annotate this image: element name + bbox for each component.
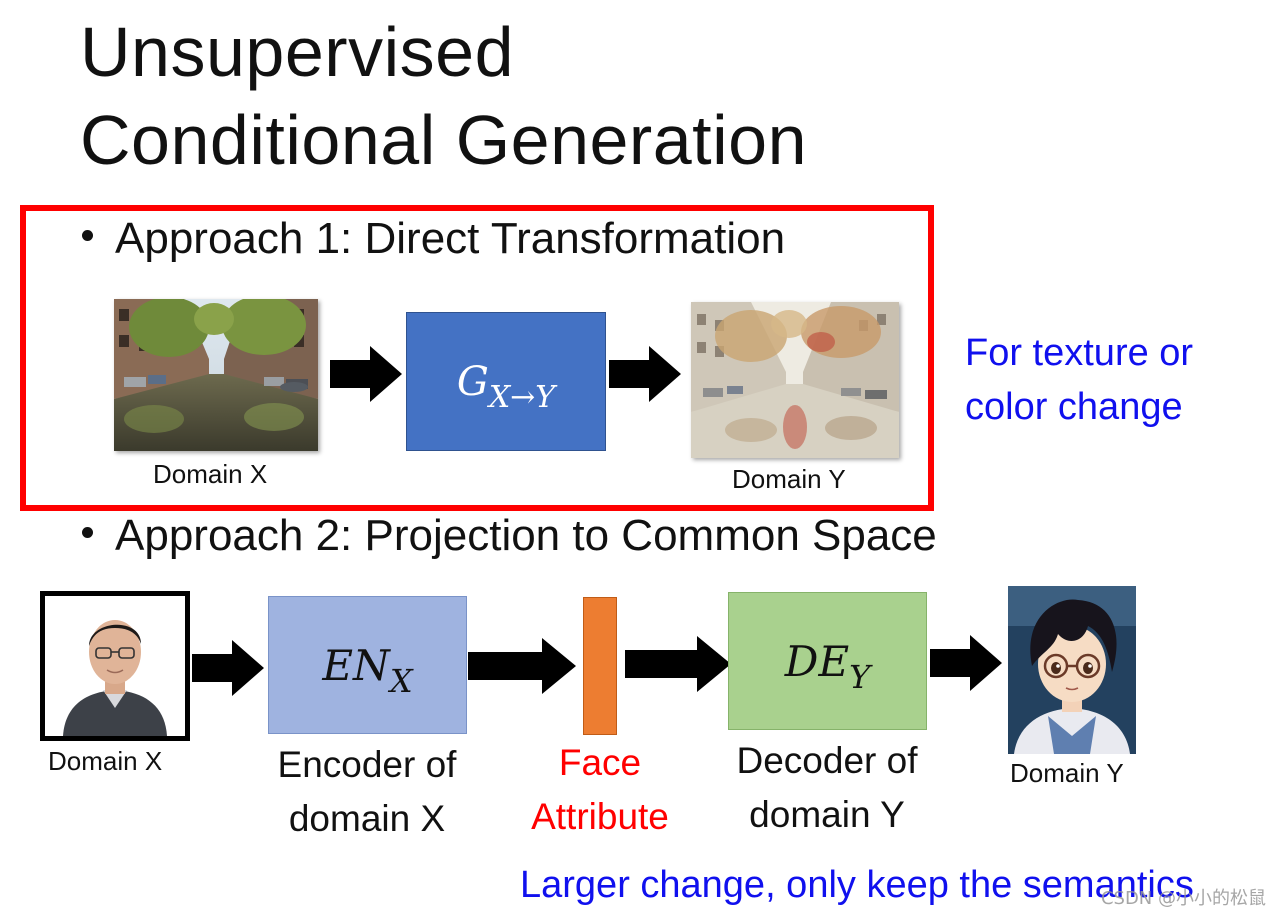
approach2-heading: Approach 2: Projection to Common Space (82, 511, 937, 561)
decoder-caption-line-1: Decoder of (736, 740, 918, 781)
right-arrow-icon (930, 635, 1002, 691)
decoder-label: DEY (784, 636, 871, 696)
decoder-caption: Decoder of domain Y (722, 734, 932, 842)
canal-photo-icon (114, 299, 318, 451)
anime-portrait-domain-y (1008, 586, 1136, 754)
right-arrow-icon (192, 640, 264, 696)
approach1-heading: Approach 1: Direct Transformation (82, 214, 785, 264)
right-arrow-icon (468, 638, 576, 694)
person-portrait-icon (45, 596, 185, 736)
encoder-label: ENX (322, 640, 413, 700)
watermark: CSDN @小小的松鼠 (1100, 888, 1266, 909)
encoder-caption-line-2: domain X (288, 798, 446, 839)
right-arrow-icon (609, 346, 681, 402)
painted-canal-icon (691, 302, 899, 458)
bullet-icon (82, 229, 93, 241)
approach1-domain-x-label: Domain X (153, 459, 268, 489)
slide-title: Unsupervised Conditional Generation (80, 8, 807, 184)
approach2-domain-x-label: Domain X (48, 746, 163, 776)
approach1-domain-y-label: Domain Y (732, 464, 846, 494)
title-line-1: Unsupervised (80, 13, 514, 91)
decoder-box: DEY (728, 592, 927, 730)
encoder-caption-line-1: Encoder of (277, 744, 457, 785)
approach1-note-line-1: For texture or (965, 332, 1194, 374)
face-attribute-bar (583, 597, 617, 735)
attribute-caption: Face Attribute (505, 736, 695, 844)
painted-canal-photo-domain-y (691, 302, 899, 458)
bullet-icon (82, 526, 93, 538)
approach2-domain-y-label: Domain Y (1010, 758, 1124, 788)
encoder-caption: Encoder of domain X (262, 738, 472, 846)
attribute-caption-line-2: Attribute (531, 796, 669, 837)
generator-label: GX→Y (456, 358, 556, 415)
canal-photo-domain-x (114, 299, 318, 451)
generator-box: GX→Y (406, 312, 606, 451)
decoder-caption-line-2: domain Y (749, 794, 905, 835)
anime-character-icon (1008, 586, 1136, 754)
approach1-highlight-frame (20, 205, 934, 511)
approach1-note: For texture or color change (965, 326, 1193, 434)
approach1-note-line-2: color change (965, 386, 1183, 428)
right-arrow-icon (330, 346, 402, 402)
encoder-box: ENX (268, 596, 467, 734)
right-arrow-icon (625, 636, 731, 692)
attribute-caption-line-1: Face (558, 742, 642, 783)
portrait-photo-domain-x (40, 591, 190, 741)
title-line-2: Conditional Generation (80, 101, 808, 179)
approach2-note: Larger change, only keep the semantics (520, 864, 1194, 906)
